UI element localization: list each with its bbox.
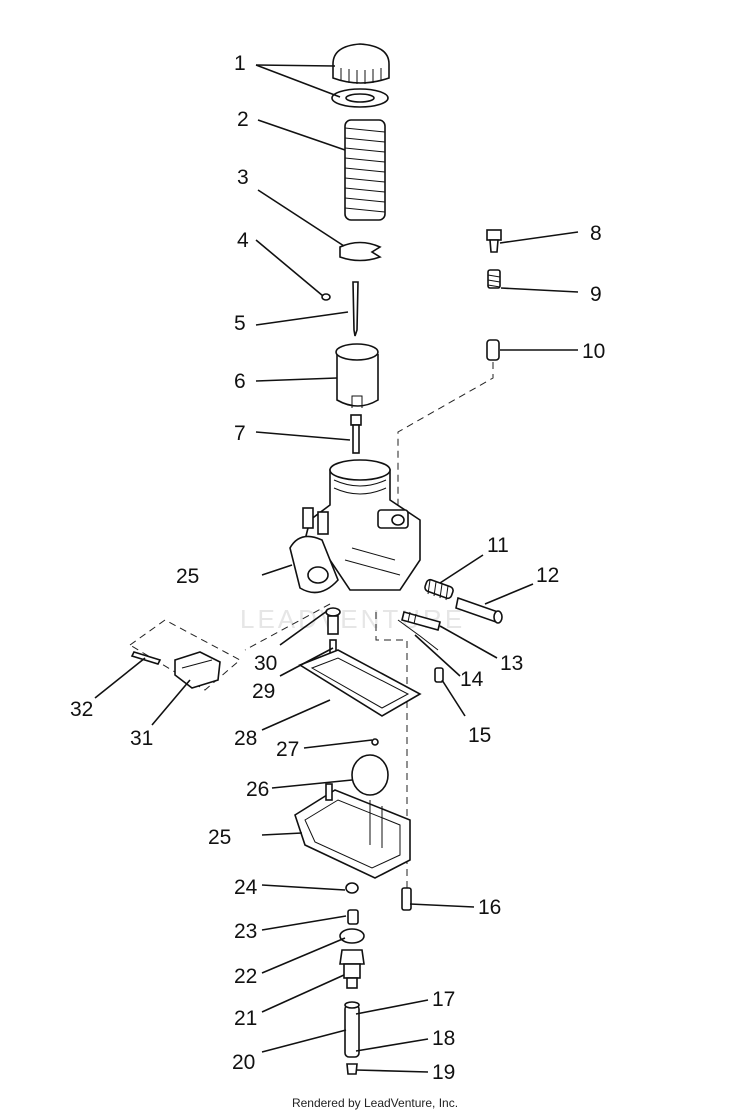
callout-21: 21 xyxy=(234,1007,257,1030)
callout-22: 22 xyxy=(234,965,257,988)
part-jet-holder xyxy=(347,909,359,925)
callout-13: 13 xyxy=(500,652,523,675)
part-gasket xyxy=(298,649,422,717)
part-spring-small xyxy=(487,269,501,289)
callout-3: 3 xyxy=(237,166,249,189)
part-pilot-washer xyxy=(397,619,439,651)
callout-5: 5 xyxy=(234,312,246,335)
callout-14: 14 xyxy=(460,668,484,691)
callout-10: 10 xyxy=(582,340,605,363)
callout-8: 8 xyxy=(590,222,602,245)
callout-17: 17 xyxy=(432,988,455,1011)
callout-19: 19 xyxy=(432,1061,455,1084)
assembly-lines xyxy=(129,362,494,900)
part-cap-small xyxy=(346,1063,358,1075)
part-plug xyxy=(486,339,500,361)
part-cap xyxy=(331,43,390,108)
callout-6: 6 xyxy=(234,370,246,393)
callout-4: 4 xyxy=(237,229,249,252)
callout-29: 29 xyxy=(252,680,275,703)
callout-28: 28 xyxy=(234,727,257,750)
callout-31: 31 xyxy=(130,727,153,750)
callout-9: 9 xyxy=(590,283,602,306)
callout-26: 26 xyxy=(246,778,269,801)
callout-1: 1 xyxy=(234,52,246,75)
part-carburetor-body xyxy=(289,459,421,594)
callout-labels: 1 2 3 4 5 6 7 8 9 10 11 12 13 14 15 16 1… xyxy=(70,52,605,1084)
callout-30: 30 xyxy=(254,652,277,675)
part-washer-small xyxy=(345,882,359,894)
callout-27: 27 xyxy=(276,738,299,761)
part-needle xyxy=(352,281,359,337)
part-retainer xyxy=(339,241,382,262)
callout-20: 20 xyxy=(232,1051,255,1074)
part-main-jet-small xyxy=(371,738,379,746)
part-pin xyxy=(130,651,162,665)
part-idle-screw xyxy=(455,596,503,624)
callout-25-bowl: 25 xyxy=(208,826,231,849)
callout-7: 7 xyxy=(234,422,246,445)
footer-credit: Rendered by LeadVenture, Inc. xyxy=(291,1096,459,1110)
part-float-arm xyxy=(174,651,221,689)
callout-11: 11 xyxy=(487,534,509,557)
part-clip xyxy=(321,293,331,301)
callout-2: 2 xyxy=(237,108,249,131)
part-idle-spring xyxy=(424,578,454,601)
callout-12: 12 xyxy=(536,564,559,587)
callout-23: 23 xyxy=(234,920,257,943)
callout-24: 24 xyxy=(234,876,258,899)
part-bowl-screw xyxy=(401,887,412,911)
part-drain-plug xyxy=(434,667,444,683)
part-needle-jet xyxy=(350,414,362,454)
leader-lines xyxy=(94,64,579,1073)
part-adjuster-screw xyxy=(486,229,502,253)
part-pilot-screw xyxy=(401,611,441,631)
callout-15: 15 xyxy=(468,724,491,747)
callout-32: 32 xyxy=(70,698,93,721)
callout-18: 18 xyxy=(432,1027,455,1050)
callout-16: 16 xyxy=(478,896,501,919)
part-o-ring xyxy=(339,928,365,944)
callout-25-body: 25 xyxy=(176,565,199,588)
part-drain-valve xyxy=(339,949,365,989)
part-float-bowl xyxy=(294,783,411,879)
part-spring xyxy=(344,119,386,221)
part-tube xyxy=(344,1001,360,1058)
part-throttle-slide xyxy=(335,343,379,408)
